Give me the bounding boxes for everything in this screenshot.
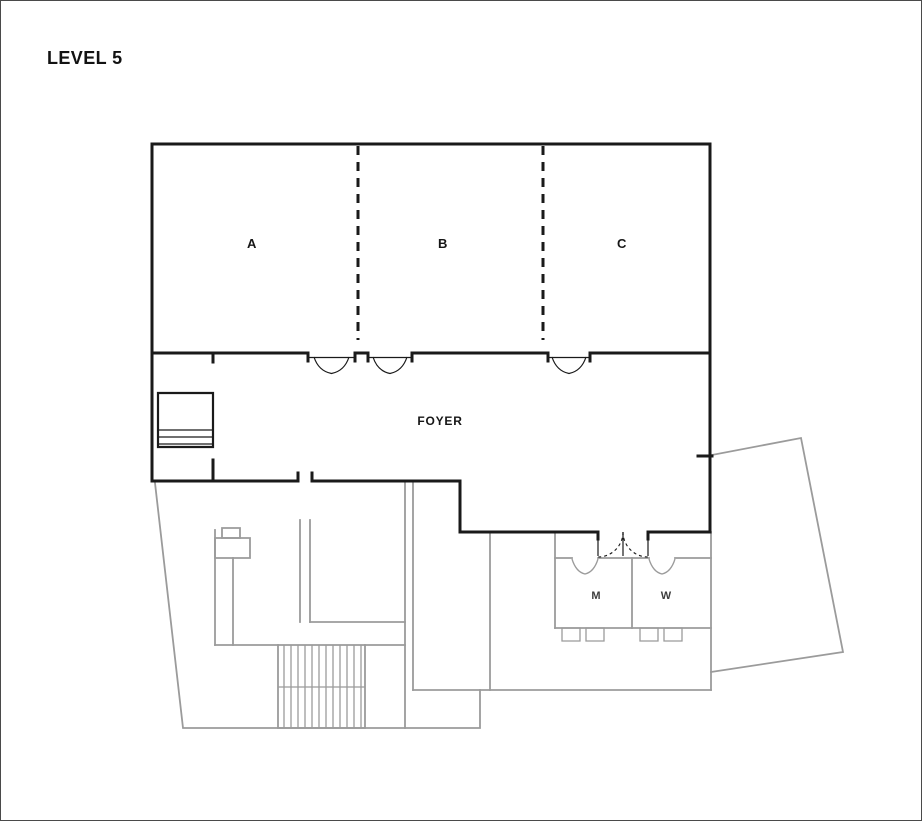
corridor-walls [299, 519, 311, 623]
escalator-block [156, 391, 215, 449]
wall-foyer-bottom [150, 479, 712, 534]
room-a-label: A [247, 236, 257, 251]
staircase-treads [283, 645, 362, 728]
escalator-steps [158, 429, 213, 445]
door-jambs [211, 351, 650, 541]
wall-perimeter [150, 142, 712, 534]
structure-layer [154, 436, 845, 729]
shaft-box [214, 537, 251, 559]
page-title: LEVEL 5 [47, 48, 123, 68]
womens-door-icon [648, 558, 676, 575]
room-c-label: C [617, 236, 627, 251]
room-b-label: B [438, 236, 448, 251]
vestibule-door-swing-left [597, 531, 624, 558]
womens-restroom-label: W [661, 590, 672, 602]
staircase-outline [277, 644, 366, 729]
mens-door-icon [571, 558, 599, 575]
door-c-icon [551, 356, 587, 375]
shell-outline-left [154, 482, 481, 729]
labels-layer: LEVEL 5 A B C FOYER M W [47, 48, 672, 602]
wall-central-spine [404, 480, 414, 729]
door-b-icon [372, 356, 408, 375]
restroom-fixtures [561, 627, 683, 642]
walls-layer [150, 142, 714, 558]
vestibule-door-leaves [597, 532, 649, 556]
door-a-icon [313, 356, 350, 375]
mens-restroom-label: M [591, 590, 600, 602]
foyer-label: FOYER [417, 414, 462, 428]
vestibule-door-swing-right [622, 531, 649, 558]
shell-right-wing [709, 436, 845, 674]
shaft-notch [221, 527, 241, 539]
